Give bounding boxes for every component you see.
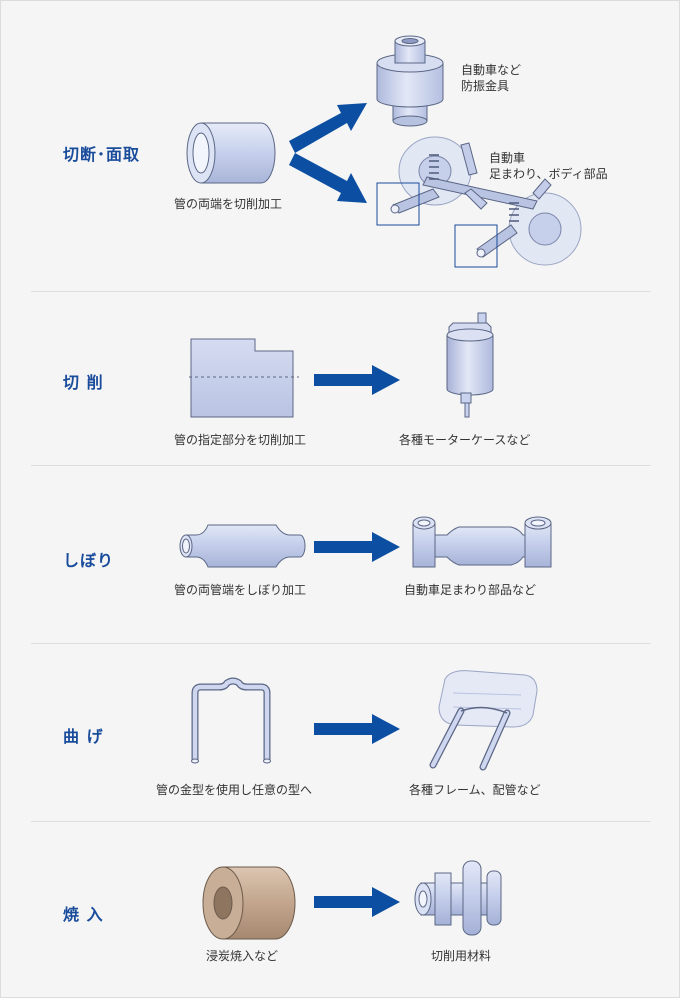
suspension-assembly-icon bbox=[376, 136, 582, 268]
tube-cut-section-icon bbox=[189, 338, 299, 418]
quenched-tube-icon bbox=[202, 866, 296, 940]
necked-tube-icon bbox=[179, 524, 306, 568]
caption-automotive: 自動車など bbox=[461, 63, 522, 77]
bent-pipe-icon bbox=[191, 677, 271, 764]
caption-tube-ends-machining: 管の両端を切削加工 bbox=[174, 197, 283, 211]
caption-automotive-2: 自動車 bbox=[489, 151, 526, 165]
caption-anti-vibration-fittings: 防振金具 bbox=[461, 79, 510, 93]
section-divider bbox=[31, 291, 651, 292]
arrow-right-icon bbox=[314, 532, 400, 562]
arrow-right-icon bbox=[314, 714, 400, 744]
section-divider bbox=[31, 465, 651, 466]
caption-machining-material: 切削用材料 bbox=[431, 949, 492, 963]
caption-specified-section-machining: 管の指定部分を切削加工 bbox=[174, 433, 307, 447]
machined-part-icon bbox=[414, 860, 502, 936]
headrest-frame-icon bbox=[429, 670, 538, 771]
suspension-component-icon bbox=[412, 516, 552, 568]
caption-frames-piping: 各種フレーム、配管など bbox=[409, 783, 541, 797]
caption-suspension-body-parts: 足まわり、ボディ部品 bbox=[489, 167, 608, 181]
section-label-cutting-chamfer: 切断･面取 bbox=[63, 145, 141, 164]
section-divider bbox=[31, 821, 651, 822]
caption-motor-cases: 各種モーターケースなど bbox=[399, 433, 531, 447]
tube-short-icon bbox=[186, 122, 276, 184]
caption-suspension-parts: 自動車足まわり部品など bbox=[404, 583, 537, 597]
section-label-drawing: しぼり bbox=[63, 551, 115, 570]
section-label-bending: 曲 げ bbox=[63, 727, 104, 746]
section-label-quenching: 焼 入 bbox=[63, 905, 104, 924]
section-divider bbox=[31, 643, 651, 644]
arrow-right-icon bbox=[314, 365, 400, 395]
caption-carburizing: 浸炭焼入など bbox=[206, 949, 279, 963]
section-label-machining: 切 削 bbox=[63, 373, 104, 392]
anti-vibration-mount-icon bbox=[376, 35, 444, 127]
arrow-up-right-icon bbox=[289, 103, 367, 153]
caption-die-bending: 管の金型を使用し任意の型へ bbox=[156, 783, 313, 797]
arrow-right-icon bbox=[314, 887, 400, 917]
motor-case-icon bbox=[446, 312, 494, 418]
arrow-down-right-icon bbox=[289, 153, 367, 203]
caption-tube-end-drawing: 管の両管端をしぼり加工 bbox=[174, 583, 307, 597]
